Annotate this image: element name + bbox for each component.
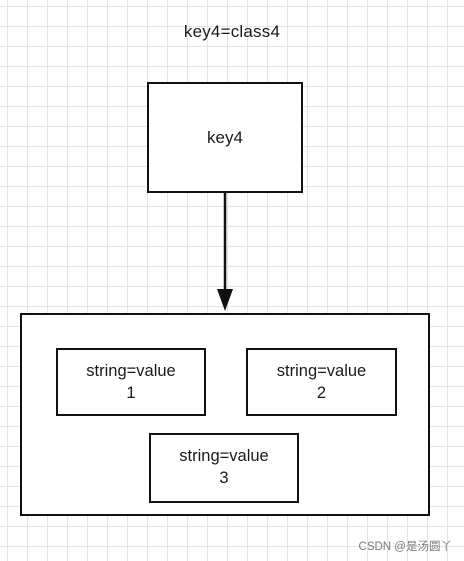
entry-3-index: 3 (219, 469, 229, 487)
entry-2-text: string=value (276, 362, 367, 380)
key-box: key4 (147, 82, 303, 193)
entry-1-text: string=value (86, 362, 176, 380)
diagram-caption: key4=class4 (183, 22, 281, 41)
entry-box-2: string=value 2 (246, 348, 397, 416)
entry-3-text: string=value (179, 447, 269, 465)
entry-1-index: 1 (126, 384, 136, 402)
entry-box-3: string=value 3 (149, 433, 299, 503)
entry-2-index: 2 (316, 384, 327, 402)
watermark: CSDN @是汤圆丫 (358, 541, 452, 553)
arrow-head (217, 289, 233, 311)
entry-box-1: string=value 1 (56, 348, 206, 416)
key-label: key4 (207, 127, 243, 147)
